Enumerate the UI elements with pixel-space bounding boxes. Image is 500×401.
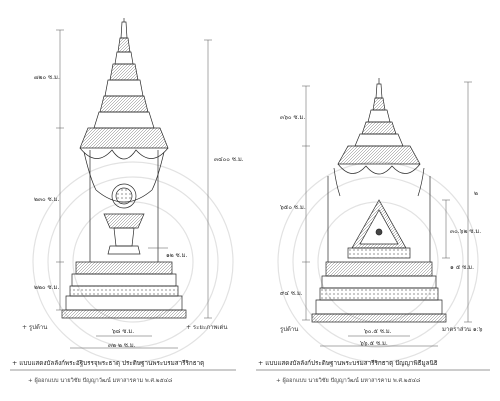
left-view-label: + รูปด้าน — [22, 324, 48, 331]
right-dim-width: ๖๐.๕ ซ.ม. — [364, 328, 392, 335]
left-dim-spire: ๗๒๐ ซ.ม. — [34, 74, 60, 81]
left-dim-canopy: ๒๓๐ ซ.ม. — [34, 196, 60, 203]
left-dim-base-width: ๓๒ ๒ ซ.ม. — [108, 342, 136, 349]
right-shrine-drawing — [311, 78, 447, 323]
right-view-label: รูปด้าน — [280, 326, 299, 333]
left-dim-base: ๒๒๐ ซ.ม. — [34, 284, 60, 291]
right-dim-inner: ๓๐.๖๒ ซ.ม. — [450, 228, 482, 235]
right-dim-base-width: ๖๖.๕ ซ.ม. — [360, 340, 388, 347]
left-dim-lotus: ๑๒ ซ.ม. — [166, 252, 188, 259]
left-scale-label: + ระยะภาพเด่น — [186, 324, 228, 331]
right-dim-canopy: ๖๕๐ ซ.ม. — [280, 204, 306, 211]
right-subcaption: + ผู้ออกแบบ นายวิชัย ปัญญาวัฒน์ มหาสารคา… — [276, 378, 421, 384]
right-scale-label: มาตราส่วน ๑:๖ — [442, 326, 483, 333]
left-dim-total: ๓๔๐๐ ซ.ม. — [214, 156, 244, 163]
right-caption: + แบบแสดงบัลลังก์ประดิษฐานพระบรมสารีริกธ… — [258, 360, 438, 367]
left-caption: + แบบแสดงบัลลังก์พระอัฐิบรรจุพระธาตุ ประ… — [12, 360, 205, 367]
left-dimension-lines — [56, 29, 212, 349]
right-dim-spire: ๓๖๐ ซ.ม. — [280, 114, 306, 121]
watermark-seal-left — [32, 161, 234, 363]
left-dim-width: ๖๘ ซ.ม. — [112, 328, 135, 335]
right-dim-base: ๙๔ ซ.ม. — [280, 290, 303, 297]
left-subcaption: + ผู้ออกแบบ นายวิชัย ปัญญาวัฒน์ มหาสารคา… — [28, 378, 173, 384]
right-dim-total: ๒ — [474, 190, 478, 197]
right-dim-base-small: ๑ ๕ ซ.ม. — [450, 264, 475, 271]
left-shrine-drawing — [61, 18, 187, 319]
right-dimension-lines — [302, 81, 472, 347]
